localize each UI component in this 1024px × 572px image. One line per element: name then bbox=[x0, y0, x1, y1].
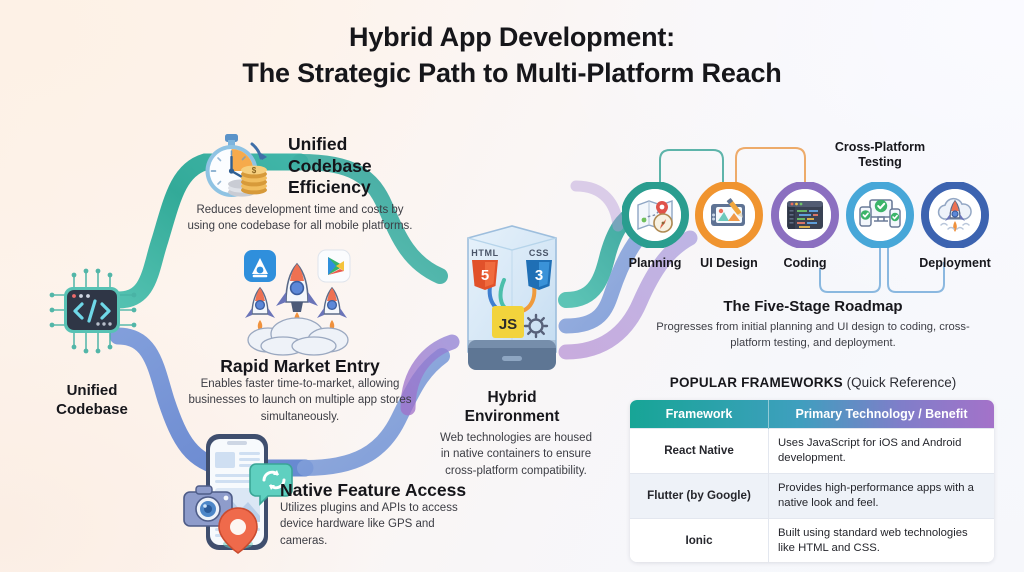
roadmap-label-deployment: Deployment bbox=[919, 256, 991, 270]
hybrid-container-icon: HTML 5 CSS 3 JS bbox=[452, 222, 572, 382]
feature-description-unified-codebase-efficiency: Reduces development time and costs by us… bbox=[187, 204, 413, 233]
framework-benefit: Built using standard web technologies li… bbox=[768, 517, 994, 563]
roadmap-stage-cross-platform-testing[interactable] bbox=[849, 184, 911, 246]
framework-name: React Native bbox=[630, 428, 769, 474]
stopwatch-coins-icon: $ bbox=[196, 126, 280, 210]
feature-heading-line: Unified bbox=[288, 134, 348, 154]
feature-description-rapid-market-entry: Enables faster time-to-market, allowing … bbox=[188, 378, 412, 423]
roadmap-title: The Five-Stage Roadmap bbox=[723, 298, 903, 315]
phone-camera-gps-icon bbox=[182, 430, 298, 554]
frameworks-heading: POPULAR FRAMEWORKS (Quick Reference) bbox=[628, 375, 998, 390]
page-title: Hybrid App Development: The Strategic Pa… bbox=[0, 20, 1024, 91]
svg-text:CSS: CSS bbox=[529, 248, 549, 258]
unified-codebase-icon bbox=[36, 265, 148, 355]
roadmap-stage-ui-design[interactable] bbox=[698, 184, 760, 246]
roadmap-description: Progresses from initial planning and UI … bbox=[656, 321, 970, 350]
roadmap-label-ui-design: UI Design bbox=[700, 256, 758, 270]
cloud-rocket-icon bbox=[937, 197, 972, 232]
feature-heading-line: Efficiency bbox=[288, 177, 371, 198]
framework-name: Ionic bbox=[630, 517, 769, 563]
frameworks-table: Framework Primary Technology / Benefit R… bbox=[630, 400, 994, 563]
feature-heading-rapid-market-entry: Rapid Market Entry bbox=[220, 356, 380, 376]
frameworks-heading-bold: POPULAR FRAMEWORKS bbox=[669, 375, 843, 390]
feature-heading-native-feature-access: Native Feature Access bbox=[280, 480, 467, 500]
column-header-benefit: Primary Technology / Benefit bbox=[795, 407, 968, 421]
column-header-framework: Framework bbox=[630, 400, 769, 429]
table-row: Flutter (by Google) Provides high-perfor… bbox=[630, 472, 994, 519]
roadmap-stage-coding[interactable] bbox=[774, 184, 836, 246]
roadmap-stage-planning[interactable] bbox=[624, 184, 686, 246]
framework-benefit: Provides high-performance apps with a na… bbox=[768, 472, 994, 519]
feature-heading-line: Codebase bbox=[288, 155, 372, 176]
code-window-icon bbox=[787, 201, 823, 229]
hybrid-environment-label-line1: Hybrid bbox=[487, 389, 537, 406]
table-row: React Native Uses JavaScript for iOS and… bbox=[630, 428, 994, 474]
roadmap-stage-deployment[interactable] bbox=[924, 184, 986, 246]
framework-benefit: Uses JavaScript for iOS and Android deve… bbox=[768, 428, 994, 474]
hybrid-environment-label: Hybrid Environment bbox=[452, 388, 572, 427]
unified-codebase-label-line2: Codebase bbox=[56, 400, 128, 418]
svg-text:HTML: HTML bbox=[471, 248, 498, 258]
roadmap-label-coding: Coding bbox=[783, 256, 827, 270]
table-row: Ionic Built using standard web technolog… bbox=[630, 517, 994, 563]
design-tablet-icon bbox=[711, 198, 745, 226]
devices-check-icon bbox=[859, 199, 901, 228]
framework-name: Flutter (by Google) bbox=[630, 472, 769, 519]
map-compass-icon bbox=[637, 200, 673, 233]
title-line-1: Hybrid App Development: bbox=[349, 22, 675, 52]
unified-codebase-label-line1: Unified bbox=[66, 382, 118, 399]
table-header-row: Framework Primary Technology / Benefit bbox=[630, 400, 994, 429]
rockets-launch-icon bbox=[228, 248, 366, 358]
feature-description-native-feature-access: Utilizes plugins and APIs to access devi… bbox=[280, 502, 458, 547]
hybrid-environment-label-line2: Environment bbox=[464, 408, 560, 426]
hybrid-environment-description: Web technologies are housed in native co… bbox=[440, 432, 592, 477]
svg-text:3: 3 bbox=[535, 267, 543, 284]
frameworks-heading-note: (Quick Reference) bbox=[846, 375, 957, 390]
svg-text:JS: JS bbox=[499, 316, 517, 333]
title-line-2: The Strategic Path to Multi-Platform Rea… bbox=[242, 57, 782, 88]
unified-codebase-label: Unified Codebase bbox=[24, 382, 160, 420]
svg-text:5: 5 bbox=[481, 267, 489, 284]
roadmap-label-planning: Planning bbox=[628, 256, 682, 270]
svg-text:$: $ bbox=[252, 166, 257, 175]
roadmap-label-cross-platform-testing: Cross-Platform Testing bbox=[834, 140, 926, 169]
feature-heading-unified-codebase-efficiency: Unified Codebase Efficiency bbox=[288, 134, 408, 199]
